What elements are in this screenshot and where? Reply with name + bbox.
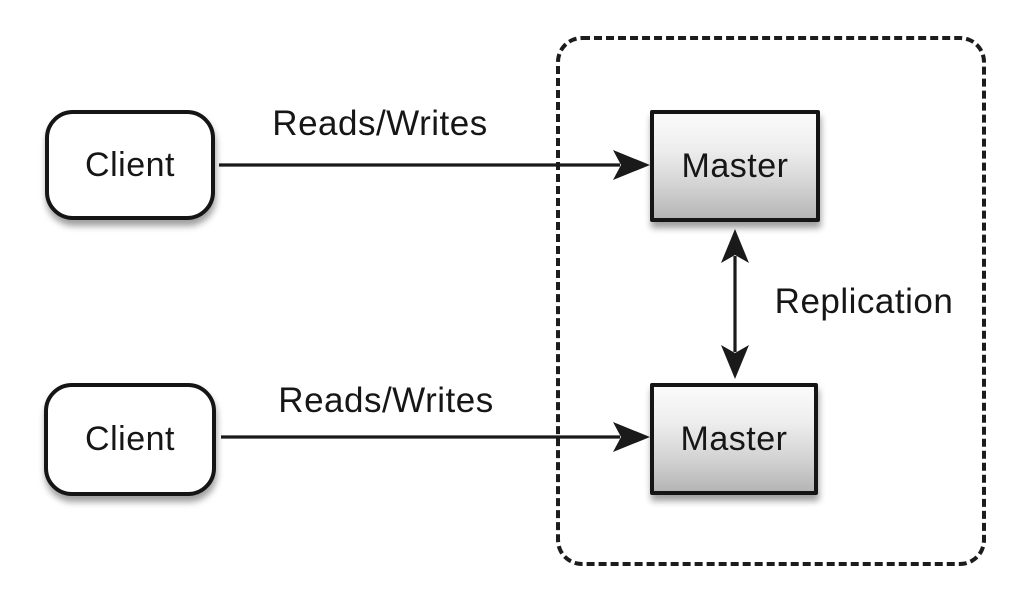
node-master-top-label: Master bbox=[681, 146, 789, 185]
edge-label-replication: Replication bbox=[774, 282, 954, 321]
node-client-top: Client bbox=[45, 110, 215, 220]
edge-label-reads-writes-top: Reads/Writes bbox=[272, 104, 488, 143]
edge-label-reads-writes-bottom: Reads/Writes bbox=[278, 381, 494, 420]
replication-group-border bbox=[556, 36, 986, 566]
node-client-bottom: Client bbox=[44, 383, 216, 496]
node-client-bottom-label: Client bbox=[85, 420, 175, 458]
node-master-top: Master bbox=[650, 110, 820, 222]
node-master-bottom: Master bbox=[650, 383, 818, 495]
node-client-top-label: Client bbox=[85, 145, 175, 184]
node-master-bottom-label: Master bbox=[680, 419, 788, 458]
